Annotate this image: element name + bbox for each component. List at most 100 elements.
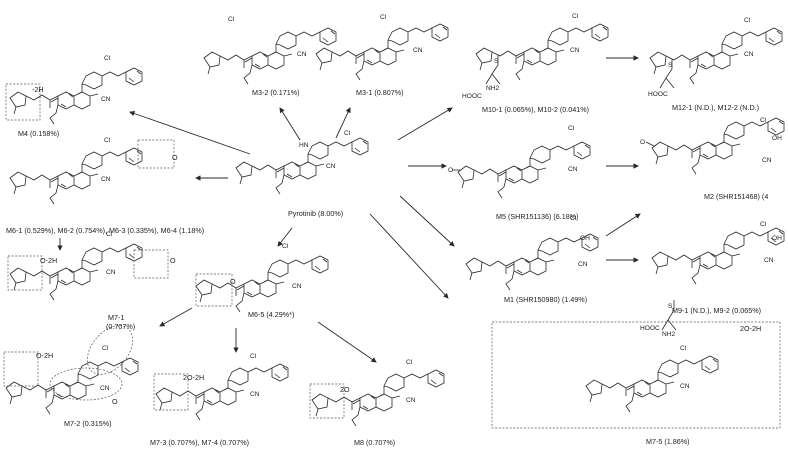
atom-nh2-m10: NH2 (486, 85, 500, 92)
atom-cn: CN (326, 163, 336, 170)
atom-cn-m1: CN (578, 261, 588, 268)
atom-cl: Cl (344, 130, 351, 137)
modification-boxes: -2H O O-2H O O O-2H O 2O-2H 2O 2O-2H (3, 83, 781, 429)
label-m3-1: M3-1 (0.807%) (356, 88, 404, 97)
molecule-m12 (649, 27, 783, 85)
atom-cn-m9: CN (764, 257, 774, 264)
label-m7-34: M7-3 (0.707%), M7-4 (0.707%) (150, 438, 249, 447)
atom-s-m9: S (668, 303, 673, 310)
molecule-m6-5 (195, 255, 329, 313)
atom-oh-m2: OH (772, 135, 782, 142)
atom-cn-m71: CN (106, 269, 116, 276)
molecule-m10 (475, 23, 609, 81)
atom-s-m12: S (668, 62, 673, 69)
annot-m72a: O-2H (36, 351, 53, 360)
molecule-m7-1 (9, 243, 143, 301)
molecule-m7-5 (585, 355, 719, 413)
atom-cl-m5: Cl (568, 125, 575, 132)
lactam-carbonyls (452, 141, 655, 171)
arrow-to-m1 (399, 195, 455, 247)
reaction-arrows (57, 55, 641, 363)
atom-cl-m12: Cl (744, 17, 751, 24)
compound-labels: Pyrotinib (8.00%) M3-2 (0.171%) M3-1 (0.… (6, 88, 768, 447)
label-m7-1-line2: (0.707%) (106, 322, 135, 331)
arrow-to-m4 (129, 110, 251, 155)
atom-cl-m31: Cl (380, 14, 387, 21)
annot-m65: O (230, 277, 236, 286)
molecule-m9 (651, 227, 785, 285)
arrow-to-m10 (397, 107, 453, 141)
label-m4: M4 (0.158%) (18, 129, 59, 138)
label-m1: M1 (SHR150980) (1.49%) (504, 295, 587, 304)
atom-labels: Cl CN HN Cl CN Cl CN Cl CN S NH2 HOOC Cl… (100, 13, 782, 404)
atom-cn-m2: CN (762, 157, 772, 164)
molecule-m7-34 (155, 363, 289, 421)
atom-cl-m75: Cl (680, 345, 687, 352)
atom-cn-m8: CN (406, 397, 416, 404)
arrow-to-m6-5 (277, 227, 293, 247)
atom-cl-m71: Cl (106, 231, 113, 238)
molecule-m3-2 (203, 27, 337, 85)
annot-m8: 2O (340, 385, 350, 394)
atom-oh-m1: OH (580, 235, 590, 242)
atom-cn-m12: CN (744, 51, 754, 58)
atom-cn-m32: CN (297, 51, 307, 58)
atom-cn-m31: CN (413, 47, 423, 54)
label-m8: M8 (0.707%) (354, 438, 395, 447)
annot-m72b: O (112, 397, 118, 406)
atom-hooc-m9: HOOC (640, 325, 660, 332)
atom-cl-m734: Cl (250, 353, 257, 360)
arrow-to-m3-2 (279, 107, 301, 141)
label-m5: M5 (SHR151136) (6.18%) (496, 212, 579, 221)
atom-cl-m10: Cl (572, 13, 579, 20)
atom-hn: HN (299, 142, 309, 149)
atom-cn-m734: CN (250, 391, 260, 398)
annot-m6: O (172, 153, 178, 162)
atom-cn-m75: CN (680, 383, 690, 390)
label-m7-1: M7-1 (0.707%) (106, 313, 135, 331)
arrow-to-m7-5 (369, 213, 449, 299)
label-m6: M6-1 (0.529%), M6-2 (0.754%), M6-3 (0.33… (6, 226, 204, 235)
atom-cl-m72: Cl (102, 345, 109, 352)
atom-hooc-m10: HOOC (462, 93, 482, 100)
annot-m71b: O (170, 256, 176, 265)
atom-cn-m5: CN (568, 166, 578, 173)
annot-m75: 2O-2H (740, 324, 761, 333)
atom-nh2-m9: NH2 (662, 331, 676, 338)
annot-m734: 2O-2H (183, 373, 204, 382)
label-m3-2: M3-2 (0.171%) (252, 88, 300, 97)
atom-hooc-m12: HOOC (648, 91, 668, 98)
atom-cl-m32: Cl (228, 16, 235, 23)
atom-cn-m65: CN (292, 283, 302, 290)
atom-oh-m9: OH (772, 235, 782, 242)
label-m7-5: M7-5 (1.86%) (646, 437, 690, 446)
label-m12: M12-1 (N.D.), M12-2 (N.D.) (672, 103, 759, 112)
label-m7-2: M7-2 (0.315%) (64, 419, 112, 428)
atom-cl-m4: Cl (104, 55, 111, 62)
molecule-m6 (9, 147, 143, 205)
molecule-m4 (9, 67, 143, 125)
atom-cn-m72: CN (100, 385, 110, 392)
arrow-m6-5-to-m8 (317, 321, 377, 363)
atom-cn-m6: CN (101, 176, 111, 183)
label-m6-5: M6-5 (4.29%*) (248, 310, 294, 319)
arrow-to-m3-1 (335, 107, 351, 139)
atom-cn-m10: CN (570, 47, 580, 54)
label-m7-1-line1: M7-1 (108, 313, 124, 322)
atom-cl-m8: Cl (406, 359, 413, 366)
arrow-m6-5-to-m7-2 (159, 307, 193, 327)
label-m9: M9-1 (N.D.), M9-2 (0.065%) (672, 306, 761, 315)
atom-s-m10: S (494, 58, 499, 65)
atom-cl-m9: Cl (760, 221, 767, 228)
label-parent: Pyrotinib (8.00%) (288, 209, 343, 218)
annot-m71a: O-2H (40, 256, 57, 265)
molecule-m8 (311, 369, 445, 427)
label-m2: M2 (SHR151468) (4 (704, 192, 768, 201)
label-m10: M10-1 (0.065%), M10-2 (0.041%) (482, 105, 589, 114)
atom-cl-m6: Cl (104, 137, 111, 144)
atom-o-m2: O (640, 139, 645, 146)
atom-o-m5: O (448, 167, 453, 174)
annot-m4: -2H (32, 85, 44, 94)
